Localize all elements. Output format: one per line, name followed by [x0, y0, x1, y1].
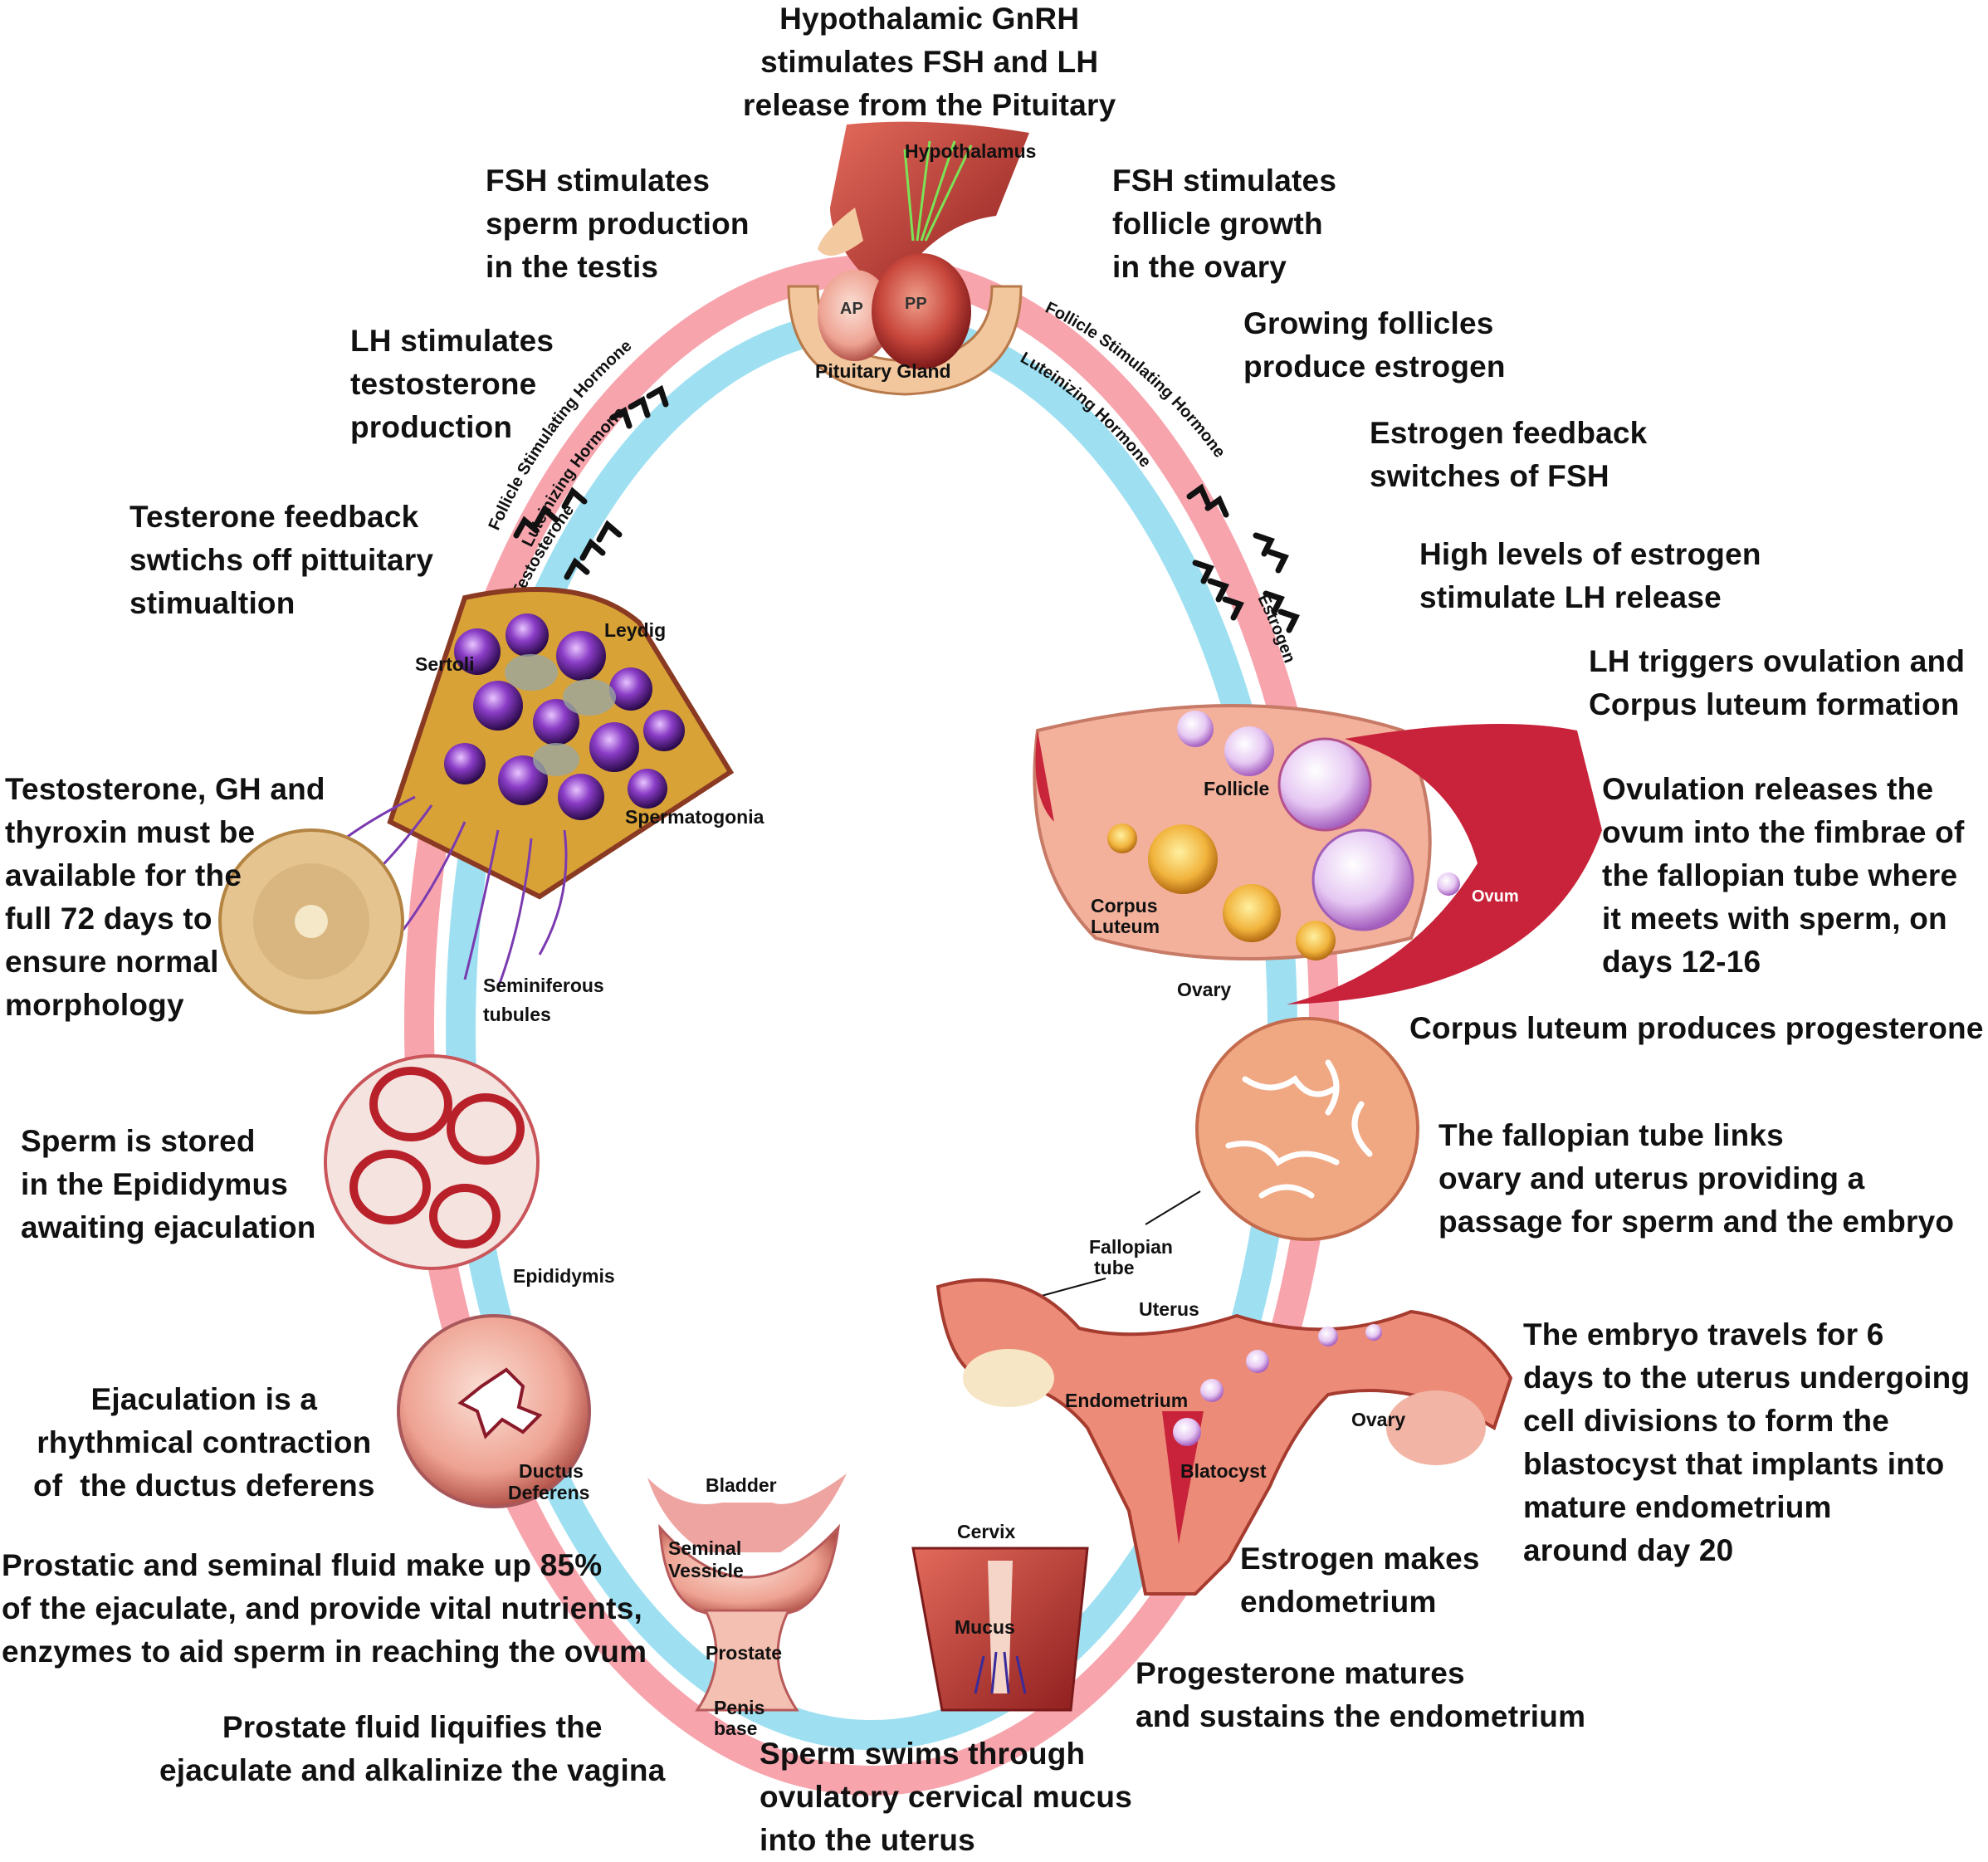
penis-label: Penis	[714, 1697, 764, 1718]
note-embryo-travels: The embryo travels for 6 days to the ute…	[1523, 1317, 1971, 1567]
pp-label: PP	[905, 295, 927, 313]
deferens-label: Deferens	[508, 1482, 589, 1503]
ductus-label: Ductus	[519, 1460, 584, 1482]
fallopian-label: Fallopian	[1089, 1236, 1173, 1258]
epididymis-label: Epididymis	[513, 1265, 615, 1287]
epididymis-histology-circle	[324, 1054, 540, 1270]
testis-tissue-illustration	[314, 587, 735, 989]
seminiferous-label: Seminiferous	[483, 975, 604, 996]
endometrium-label: Endometrium	[1065, 1390, 1188, 1411]
note-prostate-fluid: Prostate fluid liquifies the ejaculate a…	[159, 1710, 666, 1787]
ovum-label: Ovum	[1472, 887, 1519, 906]
ovary-label-top: Ovary	[1177, 979, 1231, 1000]
note-sperm-swims: Sperm swims through ovulatory cervical m…	[760, 1737, 1132, 1857]
note-estrogen-endometrium: Estrogen makes endometrium	[1240, 1542, 1480, 1619]
note-testosterone-feedback: Testerone feedback swtichs off pittuitar…	[129, 500, 434, 620]
mucus-label: Mucus	[955, 1616, 1015, 1638]
base-label: base	[714, 1718, 757, 1739]
vessicle-label: Vessicle	[668, 1560, 744, 1581]
uterus-illustration	[935, 1278, 1513, 1596]
ovary-label-bottom: Ovary	[1351, 1409, 1405, 1430]
note-progesterone-matures: Progesterone matures and sustains the en…	[1136, 1656, 1586, 1733]
cervix-illustration	[911, 1547, 1089, 1712]
sertoli-label: Sertoli	[415, 653, 475, 675]
cervix-label: Cervix	[957, 1521, 1016, 1542]
follicle-label: Follicle	[1204, 778, 1269, 799]
bladder-label: Bladder	[706, 1474, 777, 1496]
prostate-label: Prostate	[706, 1642, 782, 1664]
ovary-illustration	[1033, 704, 1602, 1004]
feedback-arrows	[513, 384, 1300, 633]
note-gnrh: Hypothalamic GnRH stimulates FSH and LH …	[743, 2, 1116, 122]
note-testosterone-gh: Testosterone, GH and thyroxin must be av…	[5, 772, 325, 1022]
note-corpus-luteum-progesterone: Corpus luteum produces progesterone	[1409, 1011, 1984, 1045]
prostate-bladder-illustration	[647, 1473, 847, 1712]
fallopian-leader-line	[1145, 1190, 1201, 1225]
note-prostatic-fluid: Prostatic and seminal fluid make up 85% …	[2, 1548, 647, 1669]
note-growing-follicles: Growing follicles produce estrogen	[1243, 306, 1506, 384]
note-fsh-testis: FSH stimulates sperm production in the t…	[486, 164, 750, 284]
luteum-label: Luteum	[1091, 916, 1160, 937]
hypothalamus-pituitary-illustration	[787, 121, 1029, 396]
blatocyst-label: Blatocyst	[1180, 1460, 1267, 1482]
seminal-label: Seminal	[668, 1537, 741, 1559]
uterus-label: Uterus	[1139, 1298, 1199, 1320]
tube-label: tube	[1094, 1257, 1135, 1278]
note-ovulation-releases: Ovulation releases the ovum into the fim…	[1602, 772, 1965, 979]
spermatogonia-label: Spermatogonia	[625, 806, 764, 828]
note-high-estrogen: High levels of estrogen stimulate LH rel…	[1419, 537, 1761, 614]
note-estrogen-feedback: Estrogen feedback switches of FSH	[1370, 416, 1648, 493]
hypothalamus-label: Hypothalamus	[905, 140, 1036, 162]
corpus-label: Corpus	[1091, 895, 1158, 916]
ductus-deferens-circle	[397, 1314, 591, 1508]
note-lh-ovulation: LH triggers ovulation and Corpus luteum …	[1589, 644, 1966, 721]
pituitary-gland-label: Pituitary Gland	[815, 360, 951, 382]
fallopian-tube-histology-circle	[1195, 1017, 1419, 1241]
note-fallopian-links: The fallopian tube links ovary and uteru…	[1438, 1118, 1955, 1239]
leydig-label: Leydig	[604, 619, 666, 641]
note-sperm-stored: Sperm is stored in the Epididymus awaiti…	[21, 1124, 316, 1244]
seminiferous-tubule-cross-section	[218, 828, 404, 1014]
note-ejaculation: Ejaculation is a rhythmical contraction …	[33, 1382, 375, 1503]
note-fsh-ovary: FSH stimulates follicle growth in the ov…	[1112, 164, 1337, 284]
tubules-label: tubules	[483, 1004, 551, 1025]
ap-label: AP	[840, 300, 863, 318]
note-lh-testosterone: LH stimulates testosterone production	[350, 324, 554, 444]
